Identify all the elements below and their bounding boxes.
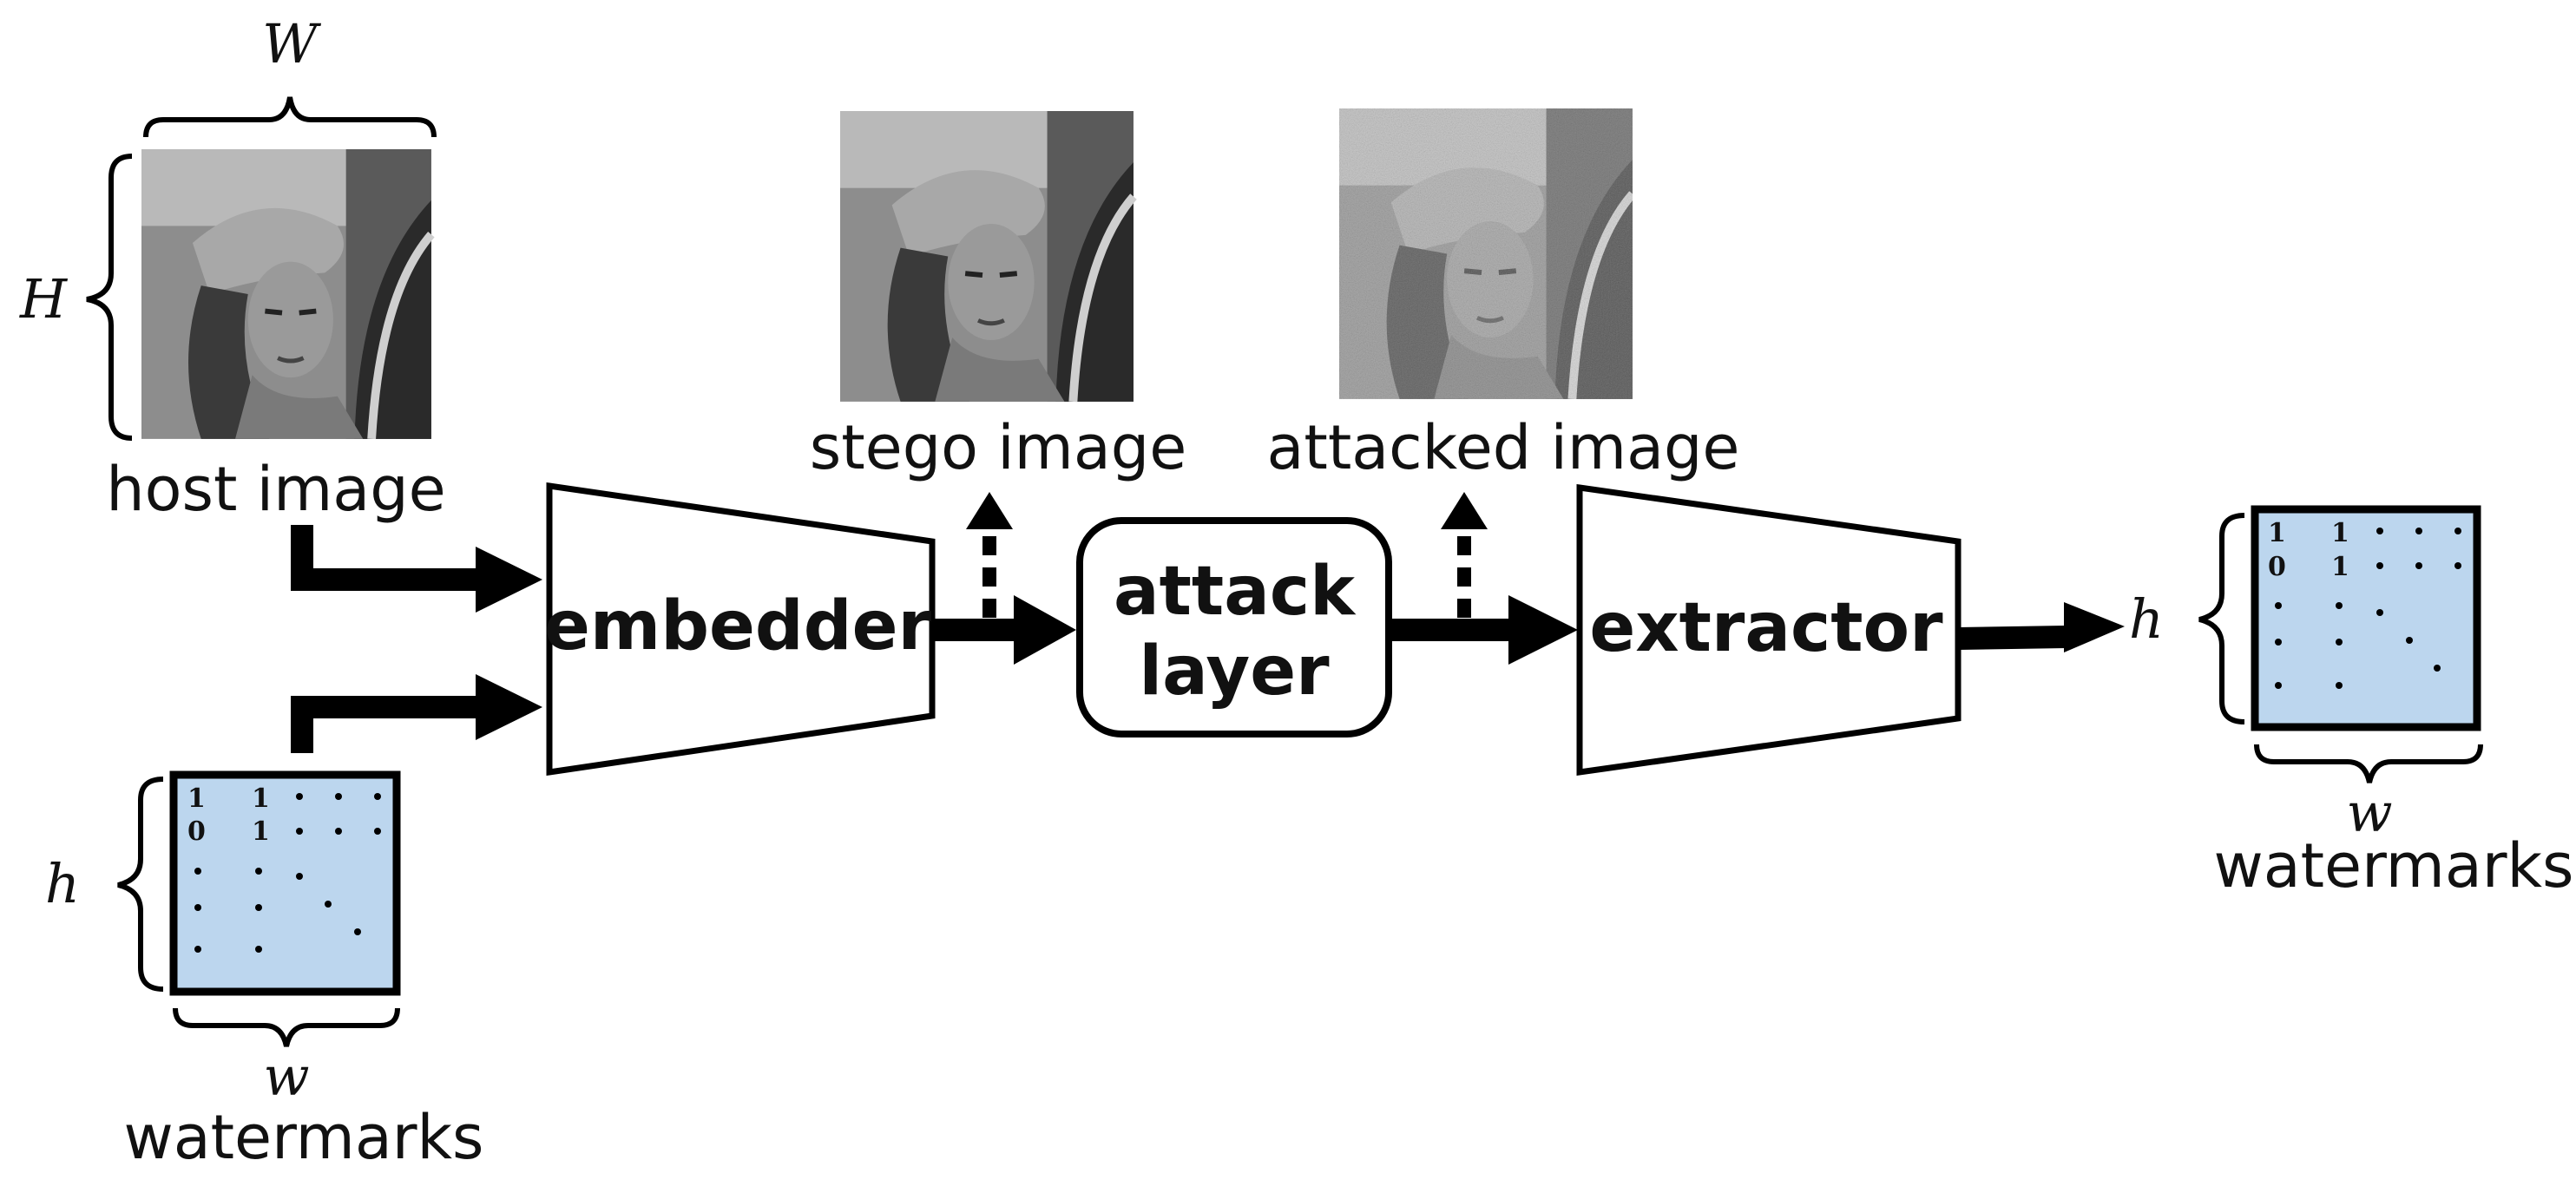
matrix-cell: 1 [252,816,270,847]
stego-image-label: stego image [810,412,1187,483]
watermark-input-matrix: 1 1 0 1 [169,770,401,996]
host-image [141,149,431,439]
matrix-cell: 1 [2268,518,2286,548]
width-brace-w-output [2254,744,2483,783]
attack-label-line2: layer [1139,633,1330,711]
width-brace-W [143,96,437,138]
matrix-cell: 1 [2331,518,2349,548]
embedder-to-attack-arrow [932,595,1076,665]
dim-w-input-label: w [263,1045,309,1108]
embedder-block: embedder [544,482,936,777]
width-brace-w-input [173,1007,400,1047]
extractor-label: extractor [1589,589,1943,667]
watermarks-input-label: watermarks [123,1102,483,1173]
attack-to-extractor-arrow [1389,595,1578,665]
extractor-block: extractor [1576,483,1962,777]
matrix-cell: 1 [187,783,206,814]
dim-H-label: H [19,267,69,331]
dim-h-input-label: h [45,852,80,915]
stego-output-dotted-arrow [966,492,1013,618]
matrix-dots [194,793,381,953]
height-brace-h-output [2198,513,2245,724]
matrix-cell: 0 [187,816,206,847]
dim-h-output-label: h [2129,587,2164,651]
attack-label-line1: attack [1114,553,1357,631]
watermark-output-matrix: 1 1 0 1 [2251,505,2481,731]
height-brace-H [86,154,133,441]
attack-layer-block: attack layer [1076,517,1392,737]
attacked-output-dotted-arrow [1441,492,1488,618]
dim-w-output-label: w [2346,781,2392,844]
matrix-dots [2275,528,2461,689]
host-image-label: host image [106,454,445,525]
watermarks-output-label: watermarks [2213,830,2573,901]
stego-image [840,111,1134,402]
height-brace-h-input [117,777,164,992]
matrix-cell: 0 [2268,552,2286,582]
embedder-label: embedder [544,587,931,665]
extractor-to-output-arrow [1957,602,2125,652]
attacked-image [1339,108,1633,399]
matrix-cell: 1 [2331,552,2349,582]
attacked-image-label: attacked image [1267,412,1740,483]
watermark-to-embedder-arrow [291,674,542,753]
matrix-cell: 1 [252,783,270,814]
dim-W-label: W [262,12,321,75]
host-to-embedder-arrow [291,525,542,613]
